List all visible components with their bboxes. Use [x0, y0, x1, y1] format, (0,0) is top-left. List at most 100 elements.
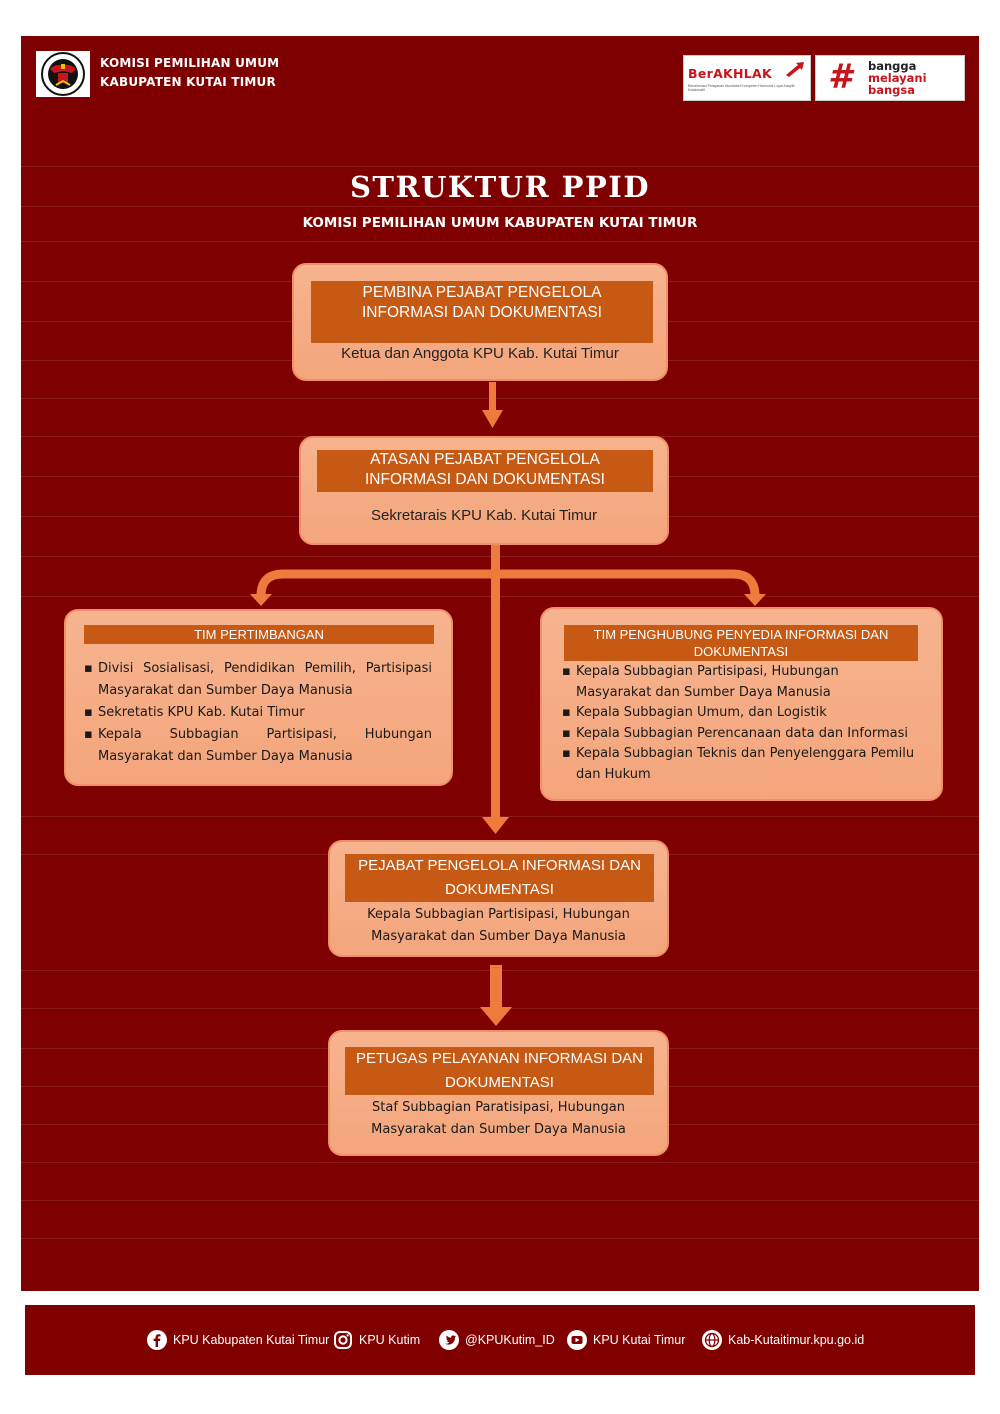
connector-ppid-petugas: [490, 965, 502, 1009]
node-ppid-body: Kepala Subbagian Partisipasi, Hubungan M…: [330, 904, 667, 948]
page-subtitle: KOMISI PEMILIHAN UMUM KABUPATEN KUTAI TI…: [302, 215, 698, 231]
youtube-icon: [567, 1330, 587, 1350]
node-atasan-body: Sekretarais KPU Kab. Kutai Timur: [371, 507, 597, 524]
twitter-icon: [439, 1330, 459, 1350]
page-title: STRUKTUR PPID: [349, 170, 650, 204]
list-item: ▪ Kepala Subbagian Teknis dan Penyelengg…: [562, 744, 922, 785]
node-petugas-body-line2: Masyarakat dan Sumber Daya Manusia: [371, 1122, 626, 1137]
arrowhead-atasan: [482, 410, 503, 428]
instagram-icon: [334, 1331, 352, 1349]
node-petugas-title-line1: PETUGAS PELAYANAN INFORMASI DAN: [356, 1050, 643, 1067]
list-item-line: Masyarakat dan Sumber Daya Manusia: [98, 683, 353, 698]
node-pembina-title-line2: INFORMASI DAN DOKUMENTASI: [362, 304, 602, 321]
list-item-line: dan Hukum: [576, 766, 651, 782]
twitter-label: @KPUKutim_ID: [465, 1333, 555, 1347]
node-tim-penghubung-title: TIM PENGHUBUNG PENYEDIA INFORMASI DAN DO…: [564, 625, 918, 661]
facebook-label: KPU Kabupaten Kutai Timur: [173, 1333, 330, 1347]
list-item-line: Divisi Sosialisasi, Pendidikan Pemilih, …: [98, 661, 432, 676]
bangga-word-1: bangga: [868, 59, 917, 73]
node-ppid-title-line2: DOKUMENTASI: [445, 881, 554, 898]
arrowhead-ppid: [482, 817, 509, 834]
bangga-word-2: melayani: [868, 71, 927, 85]
grid-line: [21, 1162, 979, 1163]
arrowhead-petugas: [480, 1007, 512, 1026]
node-pembina-title: PEMBINA PEJABAT PENGELOLA INFORMASI DAN …: [311, 281, 653, 343]
grid-line: [21, 398, 979, 399]
node-atasan-title-line1: ATASAN PEJABAT PENGELOLA: [370, 451, 600, 468]
berakhlak-wordmark: BerAKHLAK: [688, 66, 773, 81]
website-label: Kab-Kutaitimur.kpu.go.id: [728, 1333, 865, 1347]
node-atasan: ATASAN PEJABAT PENGELOLA INFORMASI DAN D…: [299, 436, 669, 545]
node-pembina-title-line1: PEMBINA PEJABAT PENGELOLA: [362, 284, 602, 301]
node-tim-pertimbangan: TIM PERTIMBANGAN ▪ Divisi Sosialisasi, P…: [64, 609, 453, 786]
bullet-icon: ▪: [562, 725, 571, 741]
bullet-icon: ▪: [84, 661, 93, 676]
node-petugas: PETUGAS PELAYANAN INFORMASI DAN DOKUMENT…: [328, 1030, 669, 1156]
footer-social-bar: KPU Kabupaten Kutai Timur KPU Kutim @KPU…: [25, 1305, 975, 1375]
connector-trunk: [491, 544, 500, 819]
berakhlak-swoosh-icon: [786, 62, 804, 77]
org-name-line1: KOMISI PEMILIHAN UMUM: [100, 56, 280, 70]
bangga-melayani-bangsa-logo: # bangga melayani bangsa: [815, 55, 965, 101]
list-item: ▪ Kepala Subbagian Partisipasi, Hubungan…: [84, 724, 432, 768]
footer-website[interactable]: Kab-Kutaitimur.kpu.go.id: [702, 1305, 864, 1375]
bullet-icon: ▪: [562, 705, 571, 720]
list-item: ▪ Divisi Sosialisasi, Pendidikan Pemilih…: [84, 658, 432, 702]
connector-pembina-atasan: [489, 382, 496, 412]
node-pembina-body: Ketua dan Anggota KPU Kab. Kutai Timur: [341, 345, 619, 362]
node-petugas-title: PETUGAS PELAYANAN INFORMASI DAN DOKUMENT…: [345, 1047, 654, 1095]
footer-twitter[interactable]: @KPUKutim_ID: [439, 1305, 555, 1375]
bullet-icon: ▪: [84, 705, 93, 720]
node-atasan-title-line2: INFORMASI DAN DOKUMENTASI: [365, 471, 605, 488]
berakhlak-logo: BerAKHLAK Berorientasi Pelayanan Akuntab…: [683, 55, 811, 101]
kpu-garuda-logo: [36, 51, 90, 97]
list-item-line: Kepala Subbagian Perencanaan data dan In…: [576, 725, 909, 741]
connector-lines: [250, 382, 766, 1026]
node-petugas-body: Staf Subbagian Paratisipasi, Hubungan Ma…: [330, 1097, 667, 1141]
poster: KOMISI PEMILIHAN UMUM KABUPATEN KUTAI TI…: [21, 36, 979, 1291]
footer-facebook[interactable]: KPU Kabupaten Kutai Timur: [147, 1305, 329, 1375]
berakhlak-tagline: Berorientasi Pelayanan Akuntabel Kompete…: [688, 84, 795, 92]
list-item-line: Masyarakat dan Sumber Daya Manusia: [576, 684, 831, 700]
node-ppid-title-line1: PEJABAT PENGELOLA INFORMASI DAN: [358, 857, 641, 874]
list-item-line: Masyarakat dan Sumber Daya Manusia: [98, 749, 353, 764]
node-ppid: PEJABAT PENGELOLA INFORMASI DAN DOKUMENT…: [328, 840, 669, 957]
node-atasan-title: ATASAN PEJABAT PENGELOLA INFORMASI DAN D…: [317, 450, 653, 492]
node-tim-penghubung-title-line2: DOKUMENTASI: [693, 644, 789, 659]
node-petugas-title-line2: DOKUMENTASI: [445, 1074, 554, 1091]
list-item-line: Kepala Subbagian Teknis dan Penyelenggar…: [576, 746, 915, 761]
footer-instagram[interactable]: KPU Kutim: [333, 1305, 420, 1375]
node-tim-penghubung-title-line1: TIM PENGHUBUNG PENYEDIA INFORMASI DAN: [593, 627, 889, 642]
list-item: ▪ Kepala Subbagian Perencanaan data dan …: [562, 724, 922, 745]
grid-line: [21, 166, 979, 167]
list-item: ▪ Kepala Subbagian Umum, dan Logistik: [562, 703, 922, 724]
connector-branch: [256, 569, 760, 597]
node-ppid-title: PEJABAT PENGELOLA INFORMASI DAN DOKUMENT…: [345, 854, 654, 902]
node-ppid-body-line2: Masyarakat dan Sumber Daya Manusia: [371, 929, 626, 944]
grid-line: [21, 241, 979, 242]
facebook-icon: [147, 1330, 167, 1350]
bullet-icon: ▪: [84, 727, 93, 742]
node-tim-penghubung: TIM PENGHUBUNG PENYEDIA INFORMASI DAN DO…: [540, 607, 943, 801]
node-ppid-body-line1: Kepala Subbagian Partisipasi, Hubungan: [367, 907, 630, 922]
globe-icon: [702, 1330, 722, 1350]
youtube-label: KPU Kutai Timur: [593, 1333, 686, 1347]
bullet-icon: ▪: [562, 746, 571, 761]
bangga-word-3: bangsa: [868, 83, 916, 97]
grid-line: [21, 206, 979, 207]
instagram-label: KPU Kutim: [359, 1333, 421, 1347]
node-tim-penghubung-list: ▪ Kepala Subbagian Partisipasi, Hubungan…: [562, 662, 922, 785]
hashtag-icon: #: [828, 57, 852, 97]
bullet-icon: ▪: [562, 664, 571, 679]
node-petugas-body-line1: Staf Subbagian Paratisipasi, Hubungan: [372, 1100, 625, 1115]
arrowhead-tim-penghubung: [744, 594, 766, 606]
grid-line: [21, 1200, 979, 1201]
grid-line: [21, 1238, 979, 1239]
arrowhead-tim-pertimbangan: [250, 594, 272, 606]
org-name-line2: KABUPATEN KUTAI TIMUR: [100, 75, 276, 89]
node-tim-pertimbangan-title: TIM PERTIMBANGAN: [84, 625, 434, 644]
list-item-line: Kepala Subbagian Umum, dan Logistik: [576, 705, 827, 720]
footer-youtube[interactable]: KPU Kutai Timur: [567, 1305, 685, 1375]
node-tim-pertimbangan-list: ▪ Divisi Sosialisasi, Pendidikan Pemilih…: [84, 658, 432, 768]
list-item-line: Kepala Subbagian Partisipasi, Hubungan: [98, 727, 432, 742]
